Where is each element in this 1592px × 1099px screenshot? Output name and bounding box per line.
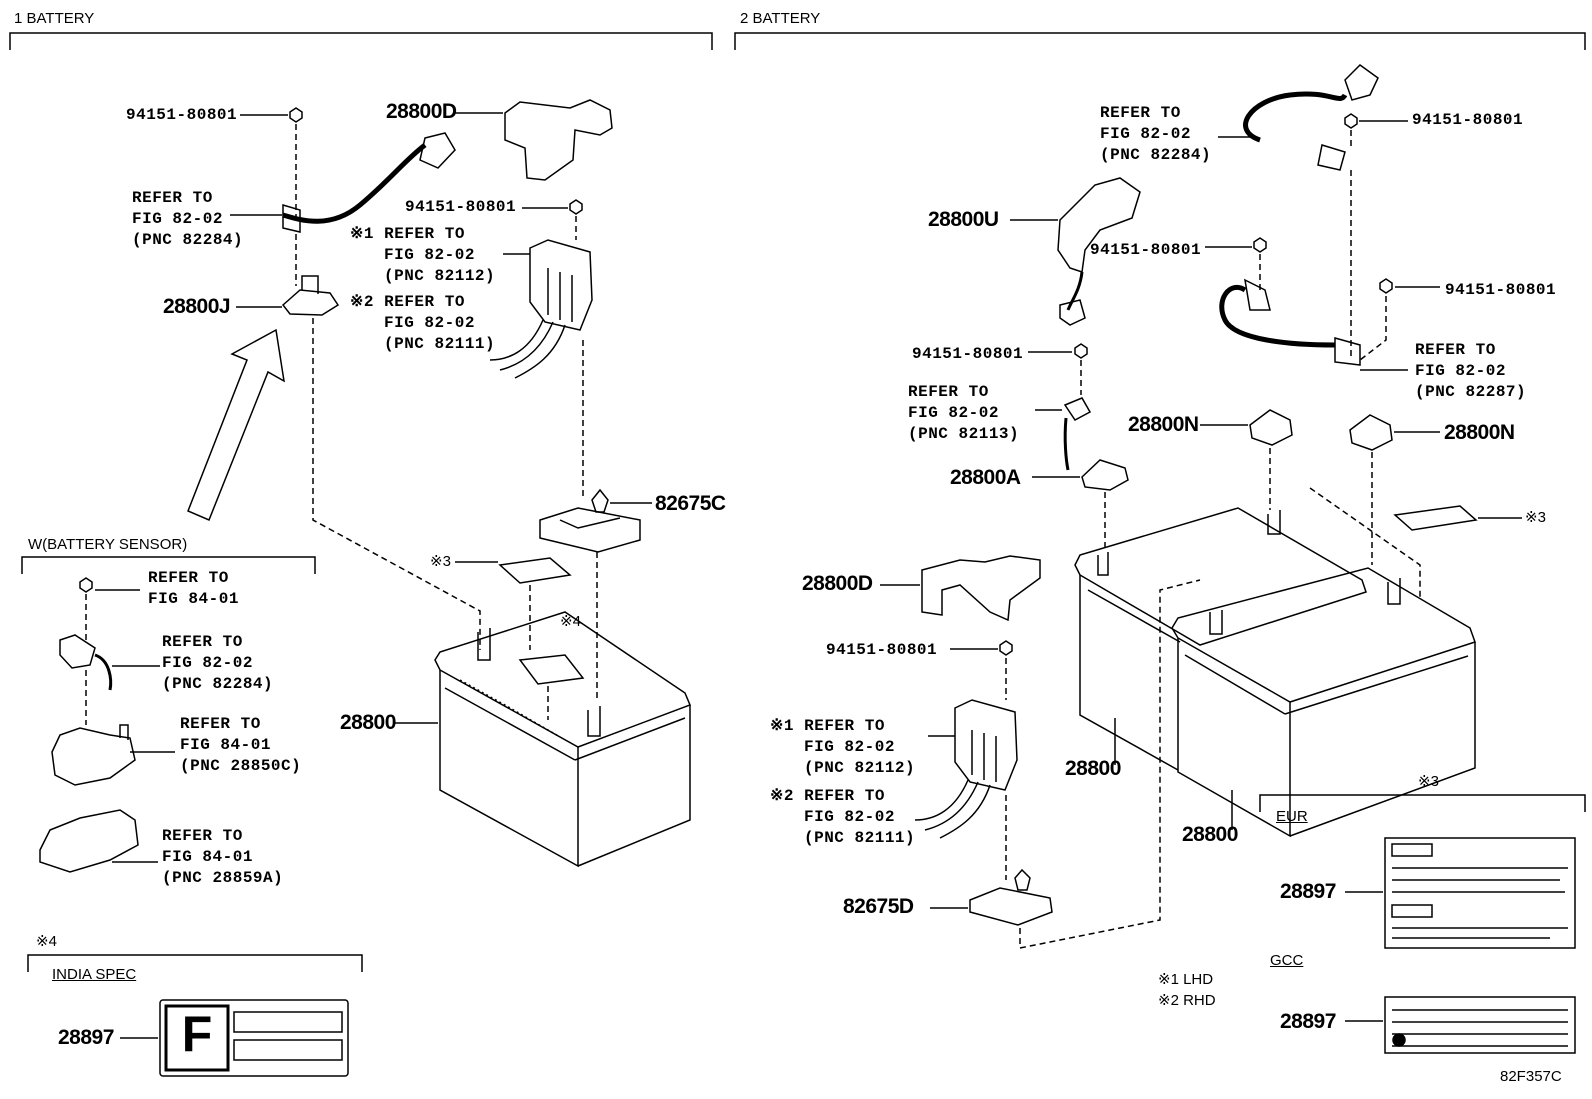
terminal-28800a-icon: [1081, 459, 1129, 491]
part-number-28800-2[interactable]: 28800: [1065, 757, 1121, 780]
nut-icon-2: [569, 199, 583, 215]
section-bracket-india: [27, 954, 363, 972]
battery-28800-icon: [434, 611, 691, 868]
part-number-82675c[interactable]: 82675C: [655, 492, 726, 515]
label-3-icon: [498, 557, 572, 584]
sensor-icon: [51, 727, 136, 786]
cover-28800d-icon-2: [921, 555, 1041, 622]
battery-28800-icon-3: [1171, 567, 1476, 838]
india-label-letter: F: [181, 1006, 213, 1062]
nut-icon-4: [1344, 113, 1358, 129]
legend-rhd: ※2 RHD: [1158, 992, 1216, 1009]
fuse-block-icon-2: [954, 699, 1018, 791]
mark-3-2: ※3: [1525, 509, 1546, 526]
nut-icon-5: [1253, 237, 1267, 253]
terminal-28800n-icon-2: [1349, 414, 1393, 451]
nut-icon-6: [1379, 278, 1393, 294]
cable-icon-2: [1243, 91, 1348, 143]
part-number-82675d[interactable]: 82675D: [843, 895, 914, 918]
fuse-block-icon: [529, 239, 593, 331]
part-number-nut-2[interactable]: 94151-80801: [405, 198, 517, 216]
part-number-nut-6[interactable]: 94151-80801: [912, 345, 1024, 363]
gcc-label-frame: [1384, 996, 1576, 1054]
part-number-28800[interactable]: 28800: [340, 711, 396, 734]
cover-28800d-icon: [504, 99, 613, 181]
section-title-gcc: GCC: [1270, 952, 1304, 969]
eur-label-frame: [1384, 837, 1576, 949]
label-3-icon-2: [1393, 505, 1478, 531]
nut-icon-7: [1074, 343, 1088, 359]
part-number-28800j[interactable]: 28800J: [163, 295, 231, 318]
part-number-28800n-1[interactable]: 28800N: [1128, 413, 1199, 436]
part-number-28800d[interactable]: 28800D: [386, 100, 457, 123]
battery-28800-icon-2: [1074, 507, 1367, 771]
nut-icon-8: [999, 640, 1013, 656]
section-mark-3: ※3: [1418, 773, 1439, 790]
mark-4: ※4: [560, 613, 581, 630]
part-number-nut-7[interactable]: 94151-80801: [826, 641, 938, 659]
clamp-82675c-icon: [539, 507, 641, 553]
label-4-icon: [518, 654, 585, 685]
cover-28800u-icon: [1057, 177, 1141, 273]
part-number-28800a[interactable]: 28800A: [950, 466, 1021, 489]
section-title-battery1: 1 BATTERY: [14, 10, 95, 27]
section-bracket-mark3: [1259, 794, 1586, 812]
view-arrow: [187, 328, 285, 521]
nut-icon-3: [79, 577, 93, 593]
legend-lhd: ※1 LHD: [1158, 971, 1214, 988]
section-bracket-sensor: [21, 556, 316, 574]
part-number-28800d-2[interactable]: 28800D: [802, 572, 873, 595]
nut-icon: [289, 107, 303, 123]
section-bracket-battery1: [9, 32, 713, 50]
part-number-nut[interactable]: 94151-80801: [126, 106, 238, 124]
part-number-28800-3[interactable]: 28800: [1182, 823, 1238, 846]
part-number-28800n-2[interactable]: 28800N: [1444, 421, 1515, 444]
india-label-frame: [159, 999, 349, 1077]
sensor-cover-icon: [39, 809, 139, 873]
terminal-28800j-icon: [281, 289, 340, 316]
terminal-28800n-icon-1: [1249, 409, 1293, 446]
section-title-battery2: 2 BATTERY: [740, 10, 821, 27]
sensor-cable-icon: [59, 634, 96, 669]
section-title-india: INDIA SPEC: [52, 966, 137, 983]
part-number-28897-gcc[interactable]: 28897: [1280, 1010, 1336, 1033]
clamp-82675d-icon: [969, 887, 1053, 926]
section-bracket-battery2: [734, 32, 1586, 50]
cable-icon-3: [1219, 284, 1336, 348]
part-number-nut-5[interactable]: 94151-80801: [1445, 281, 1557, 299]
cable-icon-4: [1063, 397, 1092, 421]
part-number-28800u[interactable]: 28800U: [928, 208, 999, 231]
cable-icon: [282, 143, 427, 224]
figure-id: 82F357C: [1500, 1068, 1562, 1085]
part-number-nut-3[interactable]: 94151-80801: [1412, 111, 1524, 129]
section-title-sensor: W(BATTERY SENSOR): [28, 536, 188, 553]
part-number-28897[interactable]: 28897: [58, 1026, 114, 1049]
section-mark-india: ※4: [36, 933, 57, 950]
mark-3: ※3: [430, 553, 451, 570]
part-number-nut-4[interactable]: 94151-80801: [1090, 241, 1202, 259]
section-title-eur: EUR: [1276, 808, 1308, 825]
part-number-28897-eur[interactable]: 28897: [1280, 880, 1336, 903]
